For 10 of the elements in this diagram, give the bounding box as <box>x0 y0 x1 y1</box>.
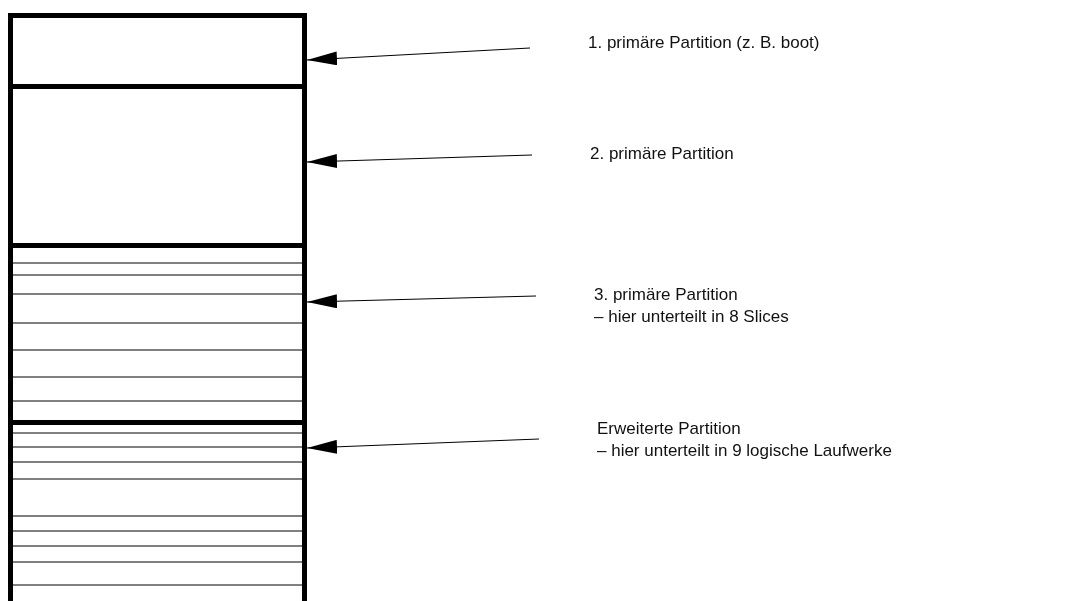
partition-label: Erweiterte Partition <box>597 418 742 440</box>
partition-label: – hier unterteilt in 9 logische Laufwerke <box>597 440 892 462</box>
partition-label: – hier unterteilt in 8 Slices <box>594 306 789 328</box>
partition-label: 2. primäre Partition <box>590 143 734 165</box>
arrow <box>306 47 531 66</box>
arrow <box>306 438 540 454</box>
arrow <box>306 294 537 309</box>
partition-label: 3. primäre Partition <box>594 284 739 306</box>
partition-label: 1. primäre Partition (z. B. boot) <box>588 32 820 54</box>
arrow <box>306 154 533 169</box>
